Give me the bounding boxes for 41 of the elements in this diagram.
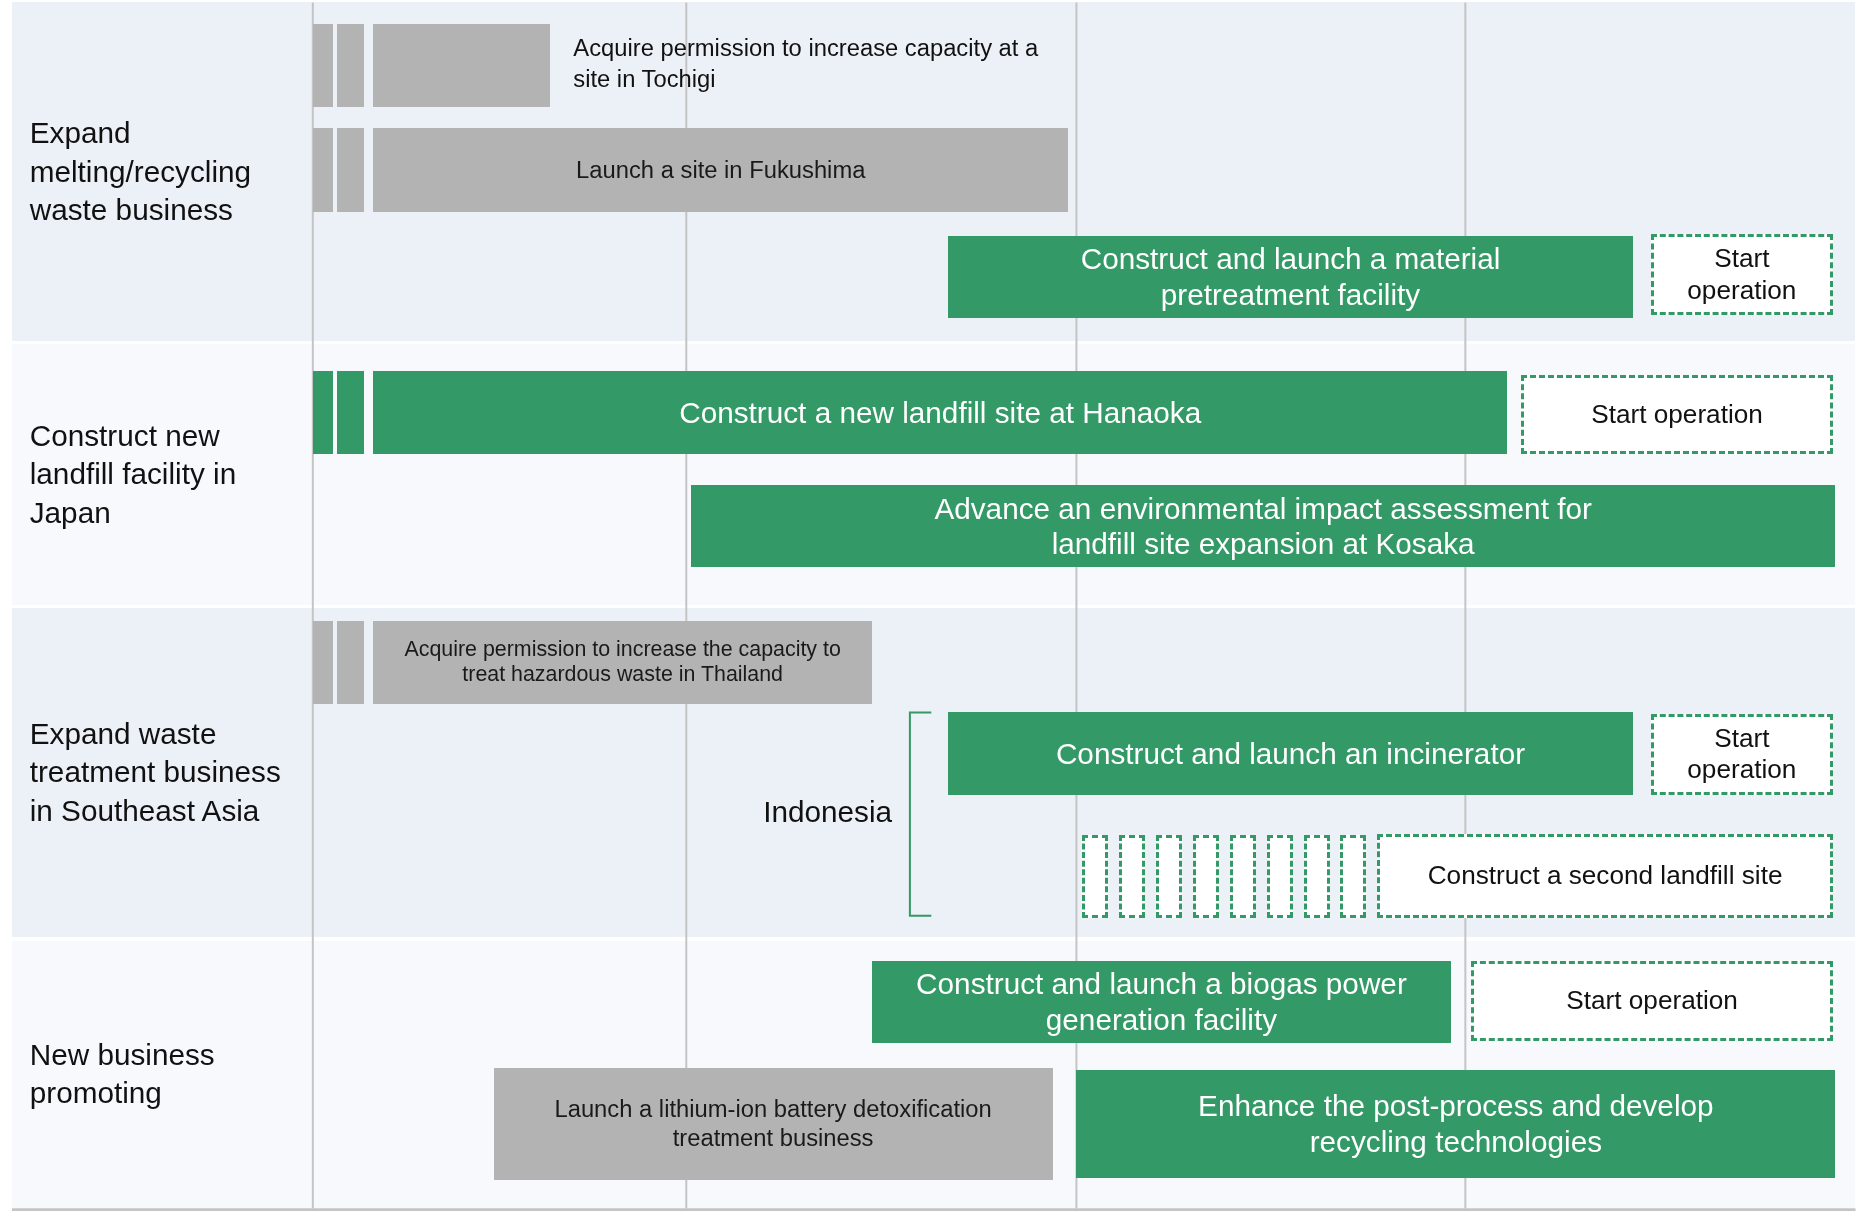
milestone-box: Start operation bbox=[1521, 374, 1833, 455]
timeline-bar bbox=[312, 371, 333, 455]
task-bar: Construct and launch a material pretreatment facility bbox=[947, 235, 1634, 318]
milestone-box: Construct a second landfill site bbox=[1377, 833, 1833, 919]
timeline-bar bbox=[373, 23, 550, 108]
timeline-bar bbox=[312, 620, 333, 705]
row-heading: New business promoting bbox=[29, 1036, 216, 1112]
task-bar: Launch a site in Fukushima bbox=[373, 128, 1069, 212]
row-band bbox=[11, 2, 1856, 342]
placeholder-box bbox=[1156, 834, 1183, 919]
placeholder-box bbox=[1192, 834, 1219, 919]
placeholder-box bbox=[1340, 834, 1367, 919]
timeline-bar bbox=[336, 371, 364, 455]
placeholder-box bbox=[1266, 834, 1293, 919]
milestone-box: Start operation bbox=[1650, 713, 1833, 795]
row-heading: Expand waste treatment business in Southeast Asia bbox=[29, 715, 282, 829]
timeline-bar bbox=[312, 128, 333, 212]
group-label: Indonesia bbox=[762, 794, 893, 829]
timeline-bar bbox=[336, 620, 364, 705]
task-bar: Enhance the post-process and develop recycling technologies bbox=[1076, 1070, 1836, 1178]
placeholder-box bbox=[1119, 834, 1146, 919]
row-heading: Construct new landfill facility in Japan bbox=[29, 417, 238, 531]
placeholder-box bbox=[1229, 834, 1256, 919]
placeholder-box bbox=[1303, 834, 1330, 919]
task-bar: Acquire permission to increase the capacity to treat hazardous waste in Thailand bbox=[373, 620, 872, 705]
placeholder-box bbox=[1082, 834, 1109, 919]
milestone-box: Start operation bbox=[1471, 961, 1833, 1041]
row-heading: Expand melting/recycling waste business bbox=[29, 114, 253, 229]
row-band bbox=[11, 940, 1856, 1209]
bar-caption: Acquire permission to increase capacity at a site in Tochigi bbox=[573, 33, 1040, 95]
timeline-bar bbox=[312, 23, 333, 108]
task-bar: Construct and launch an incinerator bbox=[947, 712, 1634, 795]
task-bar: Launch a lithium-ion battery detoxification treatment business bbox=[493, 1068, 1053, 1180]
timeline-bar bbox=[336, 23, 364, 108]
task-bar: Construct a new landfill site at Hanaoka bbox=[373, 371, 1507, 455]
task-bar: Advance an environmental impact assessment for landfill site expansion at Kosaka bbox=[691, 485, 1836, 568]
row-band bbox=[11, 343, 1856, 606]
task-bar: Construct and launch a biogas power generation facility bbox=[871, 961, 1452, 1044]
milestone-box: Start operation bbox=[1650, 234, 1833, 316]
timeline-bar bbox=[336, 128, 364, 212]
row-band bbox=[11, 607, 1856, 938]
